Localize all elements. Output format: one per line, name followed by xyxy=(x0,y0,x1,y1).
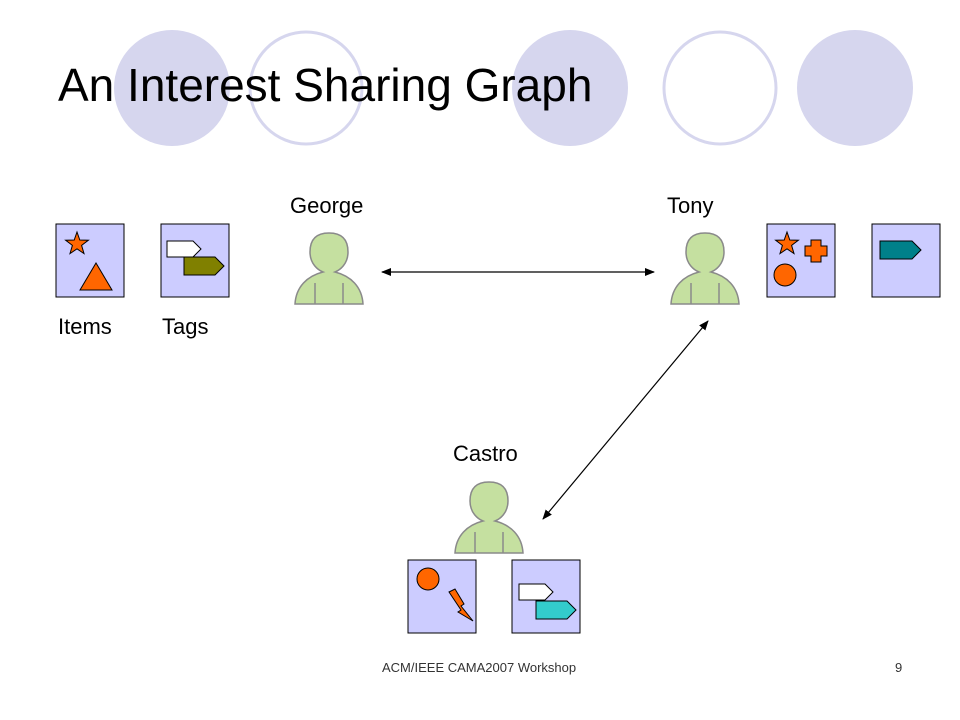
user-label-george: George xyxy=(290,193,364,218)
items-box-tony xyxy=(766,223,836,298)
tag-icon xyxy=(879,240,922,260)
user-icon-george xyxy=(294,232,364,305)
tag-icon xyxy=(166,240,202,258)
items-label: Items xyxy=(58,314,112,339)
tags-label: Tags xyxy=(162,314,209,339)
user-icon-castro xyxy=(454,481,524,554)
tags-box-george xyxy=(160,223,230,298)
slide-title: An Interest Sharing Graph xyxy=(58,59,593,111)
decor-circle xyxy=(114,30,230,146)
tag-icon xyxy=(518,583,554,601)
star-icon xyxy=(774,230,800,255)
user-label-castro: Castro xyxy=(453,441,518,466)
star-icon xyxy=(64,230,90,255)
lightning-icon xyxy=(448,588,474,622)
footer-text: ACM/IEEE CAMA2007 Workshop xyxy=(382,660,577,675)
decor-ring xyxy=(662,30,778,146)
items-box-castro xyxy=(407,559,477,634)
page-number: 9 xyxy=(895,660,903,675)
user-label-tony: Tony xyxy=(667,193,714,218)
tag-icon xyxy=(535,600,577,620)
triangle-icon xyxy=(79,262,113,291)
tags-box-castro xyxy=(511,559,581,634)
header-decoration xyxy=(114,30,913,146)
decor-circle xyxy=(797,30,913,146)
tags-box-tony xyxy=(871,223,941,298)
circle-icon xyxy=(773,263,797,287)
items-box-george xyxy=(55,223,125,298)
edge-tony-castro xyxy=(542,320,709,520)
decor-ring xyxy=(248,30,364,146)
plus-icon xyxy=(804,239,828,263)
circle-icon xyxy=(416,567,440,591)
user-icon-tony xyxy=(670,232,740,305)
tag-icon xyxy=(183,256,225,276)
decor-circle xyxy=(512,30,628,146)
